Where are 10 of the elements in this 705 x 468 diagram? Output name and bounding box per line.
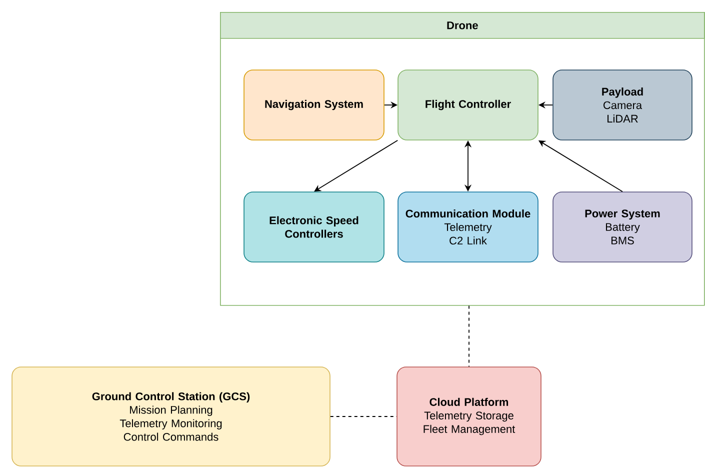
connector-line xyxy=(468,305,470,368)
arrow xyxy=(314,140,398,192)
process-box: Flight Controller xyxy=(398,70,538,140)
process-box: Payload Camera LiDAR xyxy=(552,70,692,140)
cloud-box: Cloud Platform Telemetry Storage Fleet Management xyxy=(396,366,542,466)
process-box: Power System Battery BMS xyxy=(552,192,692,262)
process-box: Electronic Speed Controllers xyxy=(244,192,384,262)
process-box: Communication Module Telemetry C2 Link xyxy=(398,192,538,262)
process-box: Navigation System xyxy=(244,70,384,140)
station-box: Ground Control Station (GCS) Mission Planning Telemetry Monitoring Control Commands xyxy=(12,366,330,466)
